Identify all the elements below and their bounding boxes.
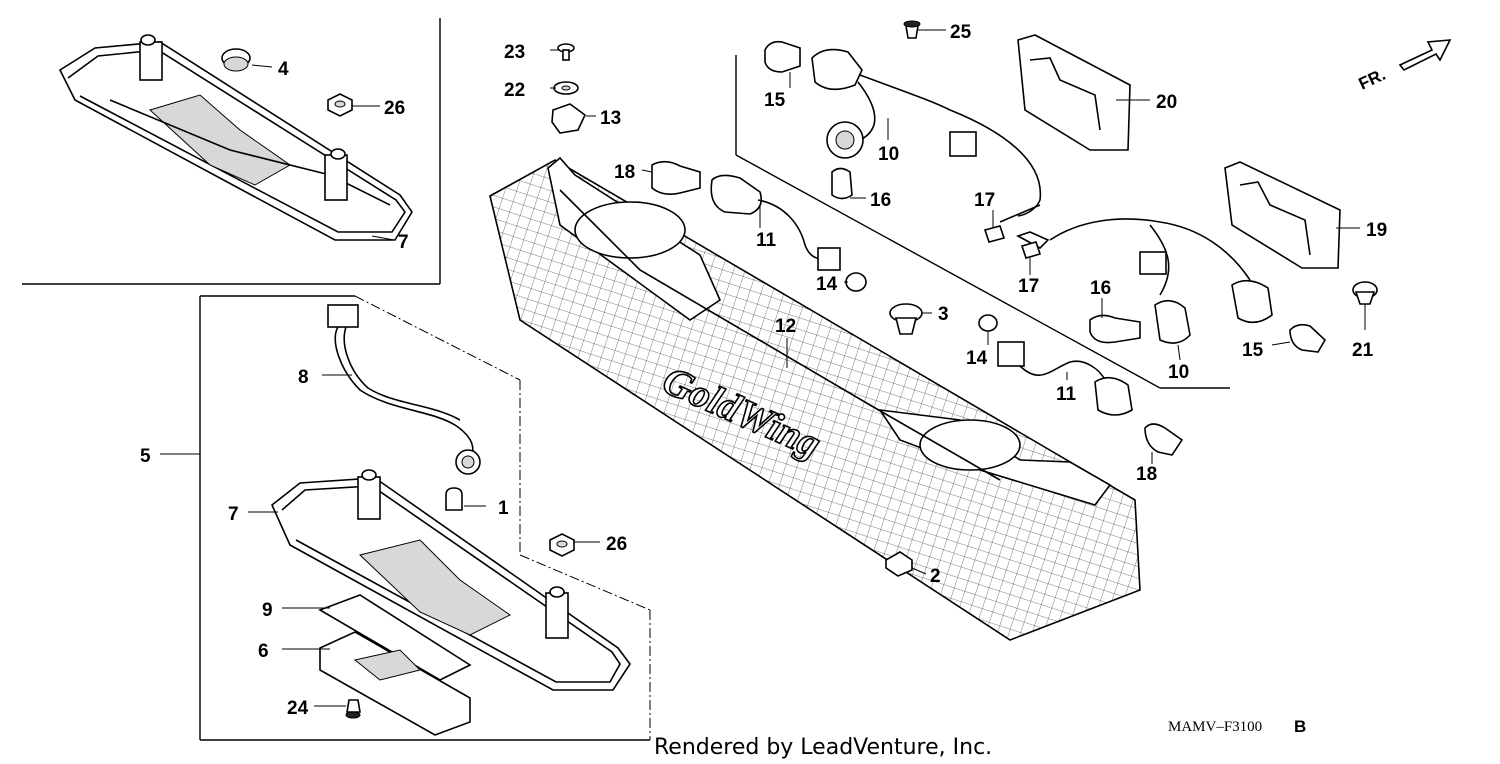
footer-credit: Rendered by LeadVenture, Inc. [654, 735, 992, 760]
callout-11-right: 11 [1056, 384, 1077, 405]
callout-22: 22 [504, 80, 525, 101]
front-direction-label: FR. [1356, 65, 1389, 94]
screw-part-25 [903, 20, 921, 39]
bulb-part-17-lower [1020, 241, 1042, 259]
callout-9: 9 [262, 600, 273, 621]
grommet-part-14-right [978, 314, 998, 332]
callout-18-right: 18 [1136, 464, 1157, 485]
callout-26-exploded: 26 [606, 534, 627, 555]
callout-17-lower: 17 [1018, 276, 1039, 297]
assembly-5-frame [199, 295, 651, 741]
inset-frame-top-left [22, 18, 441, 285]
cover-part-19 [1224, 161, 1341, 269]
washer-part-22 [553, 81, 579, 95]
bulb-part-16-lower [1089, 314, 1141, 344]
callout-15-upper: 15 [764, 90, 786, 111]
grommet-part-14-left [845, 272, 867, 292]
screw-part-23 [557, 43, 575, 61]
nut-part-26 [549, 533, 575, 557]
bulb-part-17-top [983, 225, 1006, 243]
callout-6: 6 [258, 641, 269, 662]
callout-4: 4 [278, 59, 289, 80]
callout-14-right: 14 [966, 348, 988, 369]
socket-harness-left-part-11 [710, 174, 841, 271]
callout-16-lower: 16 [1090, 278, 1111, 299]
callout-23: 23 [504, 42, 525, 63]
harness-part-8 [327, 304, 481, 475]
callout-7-exploded: 7 [228, 504, 239, 525]
callout-19: 19 [1366, 220, 1387, 241]
callout-15-lower: 15 [1242, 340, 1264, 361]
harness-upper-part-10 [811, 48, 1042, 223]
grommet-part-4 [221, 48, 251, 72]
license-light-base-exploded [271, 469, 631, 691]
nut-part-26-inset [327, 93, 353, 117]
callout-10-lower: 10 [1168, 362, 1189, 383]
callout-11-left: 11 [756, 230, 777, 251]
nut-clip-part-13 [551, 103, 587, 134]
callout-12: 12 [775, 316, 796, 337]
harness-group-frame [735, 55, 1230, 389]
callout-26-inset: 26 [384, 98, 405, 119]
bulb-part-18-right [1144, 423, 1184, 456]
diagram-code-text: MAMV–F3100 [1168, 719, 1262, 735]
callout-16-upper: 16 [870, 190, 891, 211]
bulb-part-16-top [831, 167, 853, 200]
callout-3: 3 [938, 304, 949, 325]
cover-part-20 [1017, 34, 1131, 151]
screw-part-24 [345, 699, 361, 719]
license-light-base-inset [58, 34, 413, 241]
bulb-part-18-left [651, 160, 701, 195]
callout-20: 20 [1156, 92, 1177, 113]
diagram-code: MAMV–F3100 B [1168, 717, 1306, 736]
callout-10-upper: 10 [878, 144, 899, 165]
callout-25: 25 [950, 22, 972, 43]
grommet-part-3 [889, 303, 923, 335]
bulb-part-15-top [764, 40, 801, 73]
callout-17-upper: 17 [974, 190, 995, 211]
bulb-part-1 [445, 487, 463, 511]
callout-24: 24 [287, 698, 309, 719]
lens-part-6 [319, 631, 471, 736]
callout-21: 21 [1352, 340, 1374, 361]
harness-lower-part-10 [1016, 218, 1273, 344]
clip-part-2 [885, 551, 913, 577]
callout-18-left: 18 [614, 162, 635, 183]
grommet-part-21 [1352, 281, 1378, 305]
callout-1: 1 [498, 498, 509, 519]
callout-labels: 1 2 3 4 5 6 7 7 8 9 10 10 11 11 12 13 14… [140, 22, 1387, 719]
callout-13: 13 [600, 108, 621, 129]
callout-5: 5 [140, 446, 151, 467]
leader-lines [160, 29, 1366, 707]
diagram-code-suffix: B [1294, 717, 1306, 736]
front-direction-arrow: FR. [1356, 39, 1452, 94]
callout-7-inset: 7 [398, 232, 409, 253]
callout-8: 8 [298, 367, 309, 388]
callout-2: 2 [930, 566, 941, 587]
callout-14-left: 14 [816, 274, 838, 295]
socket-harness-right-part-11 [997, 341, 1133, 416]
bulb-part-15-lower [1289, 323, 1327, 353]
